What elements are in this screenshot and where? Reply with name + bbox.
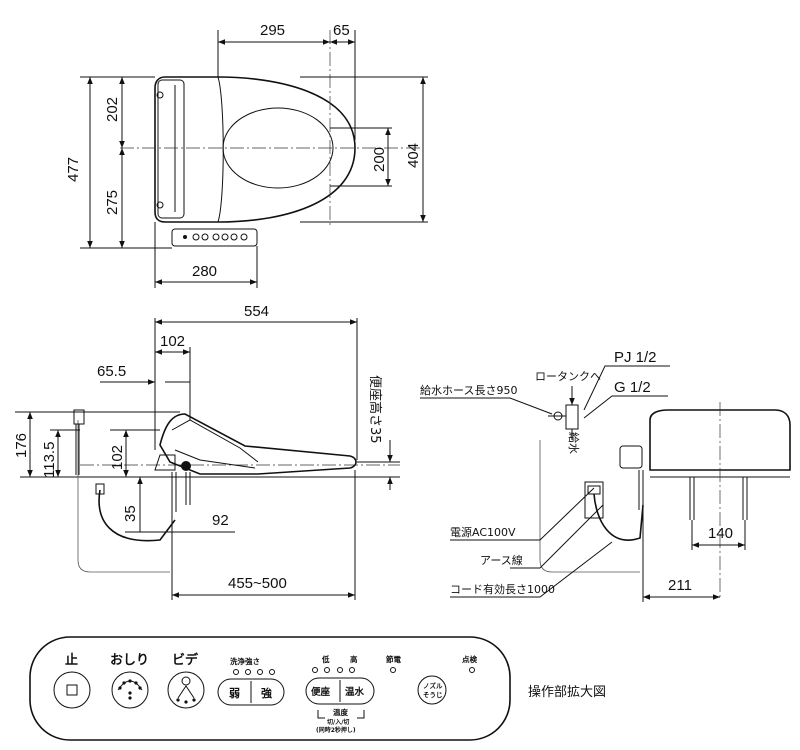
panel-label-bidet: ビデ	[172, 652, 199, 668]
panel-label-stop: 止	[65, 652, 78, 668]
panel-caption: 操作部拡大図	[528, 684, 606, 700]
hinge-block	[157, 79, 185, 219]
label-cord: コード有効長さ1000	[450, 582, 555, 596]
label-hose: 給水ホース長さ950	[420, 383, 517, 397]
dim-140: 140	[708, 525, 733, 542]
strength-button-group	[217, 678, 285, 706]
weak-label: 弱	[229, 687, 240, 700]
temp-line3: (同時2秒押し)	[316, 726, 356, 734]
label-g: G 1/2	[614, 379, 651, 396]
dim-102-side: 102	[109, 445, 126, 470]
rear-seat-body	[649, 409, 791, 471]
label-water-supply: 給水	[567, 432, 581, 454]
temp-button-group	[305, 677, 375, 705]
panel-label-wash-strength: 洗浄強さ	[230, 656, 260, 666]
nozzle-clean-button[interactable]	[417, 675, 447, 705]
nozzle-line1: ノズル	[423, 681, 443, 690]
dim-275: 275	[104, 190, 121, 215]
dim-295: 295	[260, 22, 285, 39]
dim-102-top: 102	[160, 333, 185, 350]
bowl-opening	[222, 107, 334, 189]
rear-view: PJ 1/2 G 1/2 ロータンクへ 給水ホース長さ950 給水 電源AC10…	[420, 349, 791, 602]
dim-65-top: 65	[333, 22, 350, 39]
dim-211: 211	[668, 577, 692, 594]
label-earth: アース線	[480, 553, 523, 567]
dim-554: 554	[244, 303, 269, 320]
stop-valve	[565, 404, 579, 430]
top-view: 295 65 477 202 275 200 404 280	[65, 22, 428, 288]
dim-455-500: 455~500	[228, 575, 287, 592]
label-to-tank: ロータンクへ	[535, 370, 601, 383]
temp-line1: 温度	[333, 707, 348, 717]
panel-label-power-save: 節電	[386, 654, 401, 664]
side-wall	[77, 420, 170, 573]
outlet	[584, 481, 604, 519]
stop-button[interactable]	[53, 671, 91, 709]
seat-outline	[154, 76, 356, 223]
panel-label-high: 高	[350, 654, 358, 664]
dim-404: 404	[405, 143, 422, 168]
bidet-button[interactable]	[167, 671, 205, 709]
temp-line2: 切/入/切	[327, 719, 349, 726]
dim-202: 202	[104, 97, 121, 122]
remote-panel-small	[171, 228, 258, 247]
dim-176: 176	[13, 433, 30, 458]
strong-label: 強	[261, 686, 272, 700]
nozzle-line2: そうじ	[423, 691, 443, 699]
panel-label-oshiri: おしり	[110, 653, 149, 668]
oshiri-button[interactable]	[111, 671, 149, 709]
dim-113-5: 113.5	[41, 442, 58, 478]
side-view: 554 102 65.5 176 113.5 102 35 92 便座高さ35 …	[13, 303, 400, 600]
panel-label-low: 低	[321, 654, 330, 664]
dim-92: 92	[212, 512, 229, 529]
dim-477: 477	[65, 157, 82, 182]
seat-temp-label: 便座	[311, 686, 331, 698]
panel-outline	[29, 636, 511, 741]
control-panel: 止 おしり ビデ 洗浄強さ 弱 強 低 高 便座 温水	[29, 636, 606, 741]
dim-35-side: 35	[122, 505, 139, 522]
label-pj: PJ 1/2	[614, 349, 657, 366]
dim-280: 280	[192, 263, 217, 280]
panel-label-check: 点検	[462, 654, 477, 664]
seat-inner-line	[217, 76, 224, 223]
label-power: 電源AC100V	[450, 525, 516, 539]
dim-65-5: 65.5	[97, 363, 126, 380]
seat-height-label: 便座高さ35	[367, 375, 383, 444]
side-seat	[159, 413, 357, 475]
warm-water-label: 温水	[345, 686, 365, 698]
dim-200: 200	[371, 147, 388, 172]
